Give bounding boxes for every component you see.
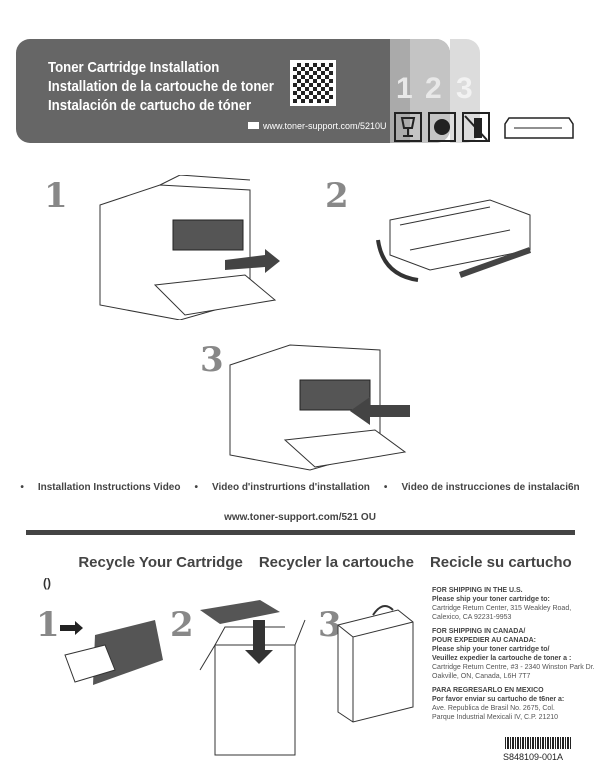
shipping-mexico: PARA REGRESARLO EN MEXICO Por favor envi… xyxy=(432,686,600,722)
ca-instruction: Veuillez expedier la cartouche de toner … xyxy=(432,655,572,662)
install-step-2: 2 xyxy=(325,176,349,216)
push-arrow-icon xyxy=(350,397,410,425)
bullet-3: • xyxy=(383,482,388,493)
recycle-step-1: 1 xyxy=(36,605,60,645)
pull-arrow-icon xyxy=(225,249,280,273)
title-block: Toner Cartridge Installation Installatio… xyxy=(48,58,274,115)
printer-insert-illustration xyxy=(229,344,410,471)
divider xyxy=(26,530,575,535)
title-es: Instalación de cartucho de tóner xyxy=(48,97,252,114)
recycle-title-fr: Recycler la cartouche xyxy=(258,554,414,571)
ca-address-line: Oakville, ON, Canada, L6H 7T7 xyxy=(432,673,531,680)
video-link[interactable]: www.toner-support.com/5210U xyxy=(248,121,387,131)
video-labels-row: • Installation Instructions Video • Vide… xyxy=(20,482,580,494)
shipping-us: FOR SHIPPING IN THE U.S. Please ship you… xyxy=(432,586,600,622)
shake-arrow-icon xyxy=(458,247,532,278)
video-label-es: Video de instrucciones de instalaci6n xyxy=(401,482,580,493)
tab-number-2: 2 xyxy=(425,72,442,105)
barcode xyxy=(505,737,571,749)
light-sensitive-icon xyxy=(428,112,456,142)
qr-code[interactable] xyxy=(290,60,336,106)
warning-icons xyxy=(394,112,574,142)
tab-number-3: 3 xyxy=(456,72,473,105)
video-url: www.toner-support.com/5210U xyxy=(263,121,387,131)
us-instruction: Please ship your toner cartridge to: xyxy=(432,596,550,603)
mx-address-line: Parque Industrial Mexicali IV, C.P. 2121… xyxy=(432,714,559,721)
ca-heading: POUR EXPEDIER AU CANADA: xyxy=(432,637,536,644)
bullet-1: • xyxy=(20,482,24,493)
video-camera-icon xyxy=(248,122,259,129)
fragile-icon xyxy=(394,112,422,142)
mx-instruction: Por favor enviar su cartucho de t6ner a: xyxy=(432,696,565,703)
cartridge-icon xyxy=(504,117,574,139)
ca-heading: FOR SHIPPING IN CANADA/ xyxy=(432,628,526,635)
bullet-2: • xyxy=(194,482,198,493)
ca-instruction: Please ship your toner cartridge to/ xyxy=(432,646,550,653)
cartridge-shake-illustration xyxy=(376,199,532,282)
seal-arrow-icon xyxy=(372,605,394,616)
upright-icon xyxy=(462,112,490,142)
recycle-title-en: Recycle Your Cartridge xyxy=(78,554,243,571)
recycle-step-2: 2 xyxy=(170,605,194,645)
shipping-canada: FOR SHIPPING IN CANADA/ POUR EXPEDIER AU… xyxy=(432,627,600,681)
recycle-titles-row: Recycle Your Cartridge Recycler la carto… xyxy=(60,554,590,572)
down-arrow-icon xyxy=(253,620,265,650)
rotate-arrow-icon xyxy=(376,239,419,282)
us-address-line: Cartridge Return Center, 315 Weakley Roa… xyxy=(432,605,572,612)
bag-cartridge-illustration xyxy=(60,620,163,685)
us-address-line: Calexico, CA 92231-9953 xyxy=(432,614,512,621)
printer-remove-illustration xyxy=(99,175,280,320)
box-cartridge-illustration xyxy=(199,600,306,756)
install-step-3: 3 xyxy=(200,340,224,380)
ca-address-line: Cartridge Return Centre, #3 - 2340 Winst… xyxy=(432,664,595,671)
recycle-step-3: 3 xyxy=(318,605,342,645)
shipping-info: FOR SHIPPING IN THE U.S. Please ship you… xyxy=(432,586,600,727)
video-label-en: Installation Instructions Video xyxy=(37,482,181,493)
mx-address-line: Ave. Republica de Brasil No. 2675, Col. xyxy=(432,705,555,712)
mx-heading: PARA REGRESARLO EN MEXICO xyxy=(432,687,544,694)
title-en: Toner Cartridge Installation xyxy=(48,59,220,76)
us-heading: FOR SHIPPING IN THE U.S. xyxy=(432,587,523,594)
video-label-fr: Video d'instrurtions d'installation xyxy=(212,482,370,493)
video-url-2[interactable]: www.toner-support.com/521 OU xyxy=(224,512,376,523)
install-step-1: 1 xyxy=(44,176,68,216)
tab-number-1: 1 xyxy=(396,72,413,105)
arrow-icon xyxy=(60,621,83,635)
title-fr: Installation de la cartouche de toner xyxy=(48,78,274,95)
sealed-box-illustration xyxy=(337,605,414,723)
part-number: S848109-001A xyxy=(503,752,564,762)
recycle-title-es: Recicle su cartucho xyxy=(429,554,572,571)
recycle-mark: () xyxy=(43,576,51,590)
